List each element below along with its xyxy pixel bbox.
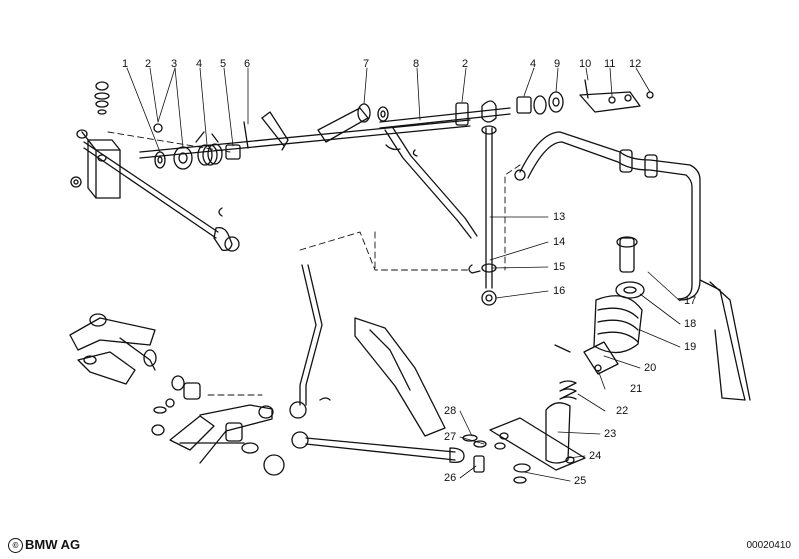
rubber-boot-19	[593, 295, 643, 354]
callout-19: 19	[684, 341, 697, 353]
lower-bushing-knob	[225, 422, 285, 476]
callout-3: 3	[171, 58, 178, 70]
diagram-code: 00020410	[746, 540, 792, 551]
callout-15: 15	[553, 261, 566, 273]
callout-20: 20	[644, 362, 657, 374]
callout-1: 1	[122, 58, 129, 70]
torsion-spring	[195, 131, 223, 166]
callout-2: 2	[145, 58, 152, 70]
callout-8: 8	[413, 58, 420, 70]
callout-10: 10	[579, 58, 592, 70]
callout-7: 7	[363, 58, 370, 70]
callout-12: 12	[629, 58, 642, 70]
cross-shaft	[139, 107, 511, 159]
callout-26: 26	[444, 472, 457, 484]
callout-16: 16	[553, 285, 566, 297]
callout-9: 9	[554, 58, 561, 70]
callout-25: 25	[574, 475, 587, 487]
callout-6: 6	[244, 58, 251, 70]
callout-5: 5	[220, 58, 227, 70]
flange-plate-24	[489, 417, 586, 471]
vertical-rod-13	[468, 125, 497, 306]
spring-22	[559, 380, 577, 400]
callout-17: 17	[684, 295, 697, 307]
bushing-5	[225, 121, 249, 160]
coupling-sleeve-7	[317, 103, 389, 143]
callout-18: 18	[684, 318, 697, 330]
pushrod-left	[76, 129, 240, 252]
center-bracket	[354, 317, 446, 437]
callout-24: 24	[589, 450, 602, 462]
right-bracket-plate	[699, 279, 751, 401]
callout-13: 13	[553, 211, 566, 223]
clamp-2-right	[455, 102, 469, 126]
nut-washer-stack	[94, 81, 110, 115]
callout-27: 27	[444, 431, 457, 443]
lower-lever	[169, 404, 274, 464]
callout-21: 21	[630, 383, 643, 395]
pin-20-21	[554, 341, 619, 375]
callout-11: 11	[604, 58, 616, 70]
washers-25-26-27-28	[462, 434, 531, 484]
leader-lines	[126, 67, 681, 482]
gear-lever	[289, 264, 465, 464]
callout-4: 4	[196, 58, 203, 70]
mount-bracket-lower-left	[69, 313, 157, 385]
brand-name: BMW AG	[25, 537, 81, 552]
bracket-10-11	[579, 79, 654, 113]
bolt-17	[616, 236, 638, 273]
pedal-lever-arm	[261, 111, 289, 151]
callout-28: 28	[444, 405, 457, 417]
bracket-upper-left	[70, 139, 121, 199]
callout-23: 23	[604, 428, 617, 440]
washer-18	[615, 281, 645, 299]
right-linkage-rod	[514, 131, 701, 301]
callout-2-right: 2	[462, 58, 469, 70]
copyright-brand: ©BMW AG	[8, 537, 81, 554]
shift-rod-8	[384, 127, 478, 239]
lower-washers-left	[151, 375, 201, 436]
copyright-icon: ©	[8, 538, 23, 554]
callout-14: 14	[553, 236, 566, 248]
callout-4-right: 4	[530, 58, 537, 70]
callout-22: 22	[616, 405, 629, 417]
washers-left	[153, 123, 193, 170]
plunger-housing-23	[545, 402, 571, 464]
right-end-parts	[481, 91, 564, 123]
